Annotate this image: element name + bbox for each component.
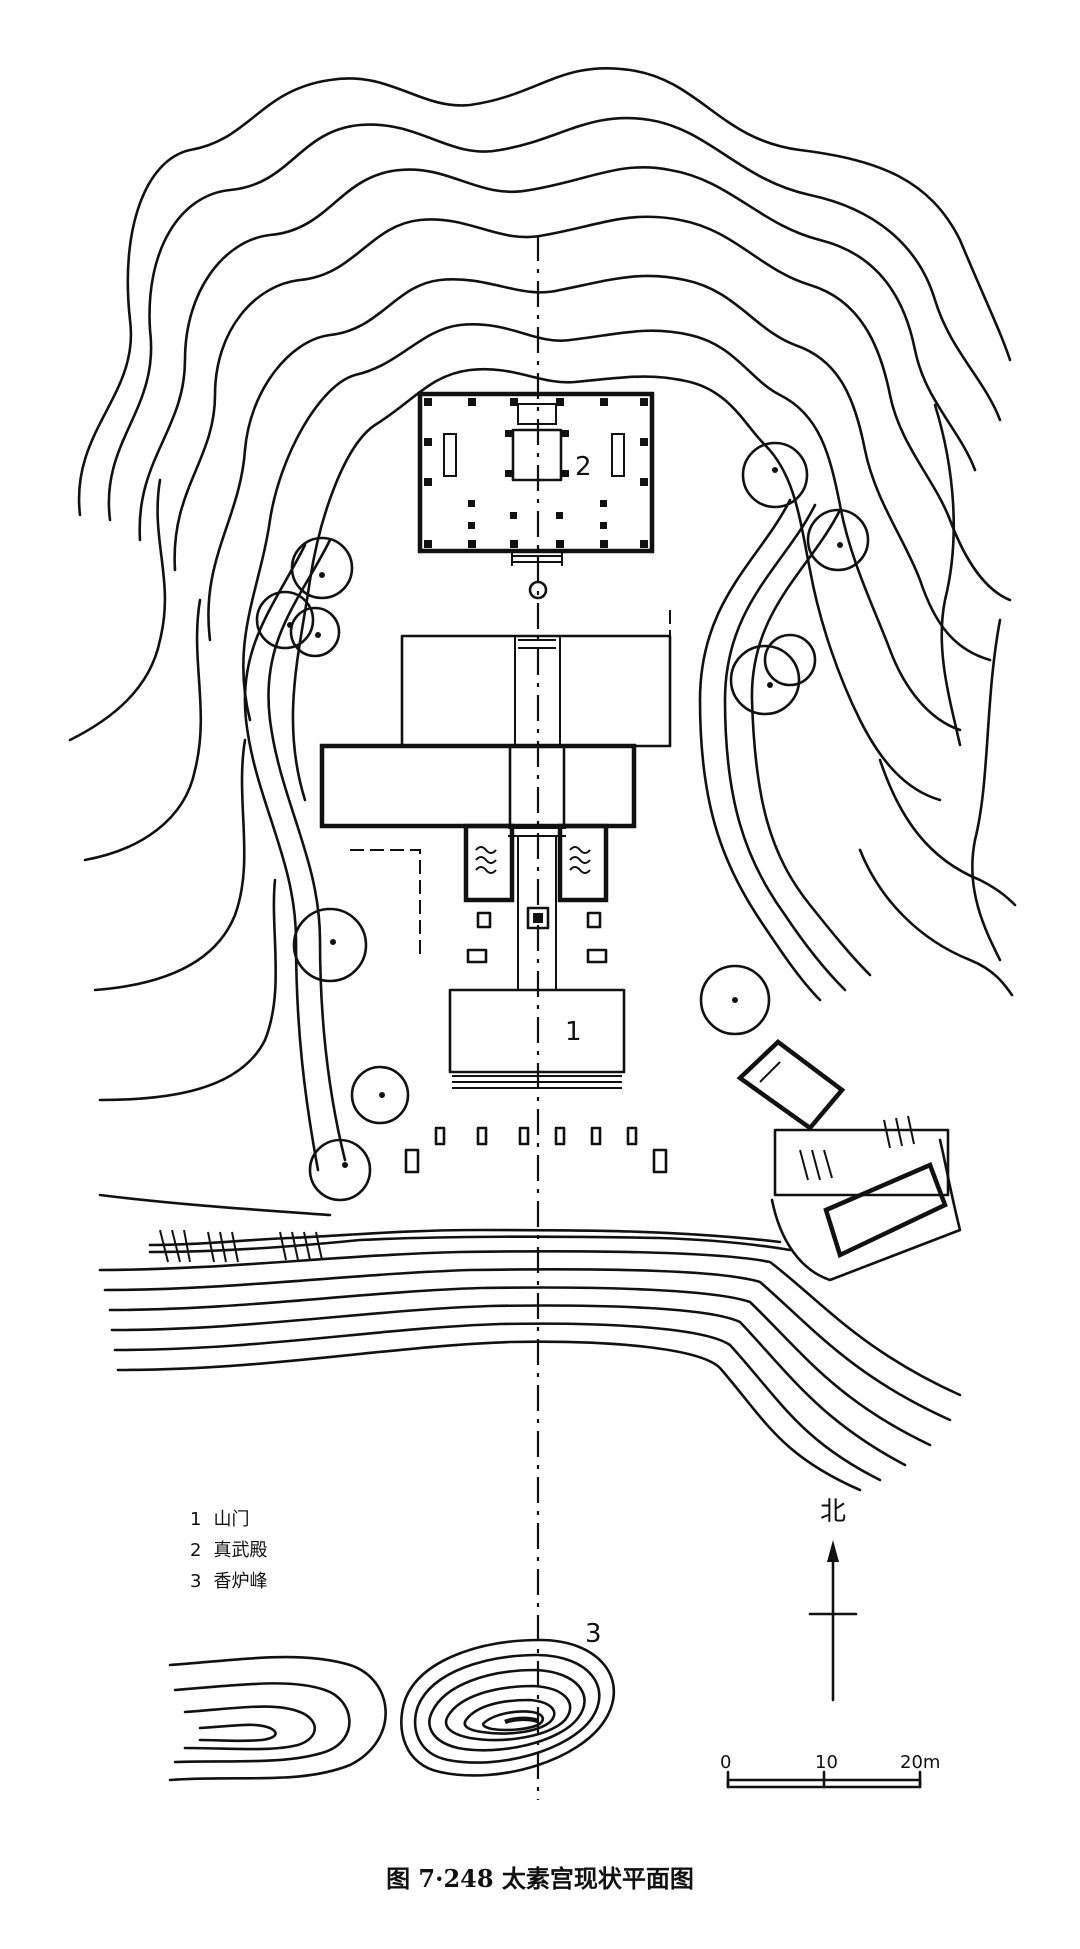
shanmen-gate <box>448 988 626 1089</box>
north-label: 北 <box>820 1497 846 1527</box>
trees <box>255 441 870 1202</box>
scale-tick-10: 10 <box>815 1752 838 1773</box>
east-buildings <box>736 1039 962 1282</box>
middle-compound <box>319 610 672 990</box>
front-steles <box>404 1126 668 1174</box>
scale-bar: 0 10 20m <box>720 1752 940 1789</box>
label-zhenwu-hall: 2 <box>575 452 592 482</box>
south-slope-contours <box>98 1193 962 1492</box>
north-arrow: 北 <box>808 1497 858 1702</box>
zhenwu-hall <box>417 391 655 600</box>
label-shanmen: 1 <box>565 1017 582 1047</box>
label-xianglu-peak: 3 <box>585 1619 602 1649</box>
scale-tick-0: 0 <box>720 1752 731 1773</box>
figure-caption: 图 7·248 太素宫现状平面图 <box>386 1864 694 1893</box>
terrace-edge <box>148 1115 915 1263</box>
xianglu-peak <box>168 1638 616 1782</box>
north-hill-contours <box>68 66 1017 1102</box>
scale-tick-20: 20m <box>900 1752 940 1773</box>
